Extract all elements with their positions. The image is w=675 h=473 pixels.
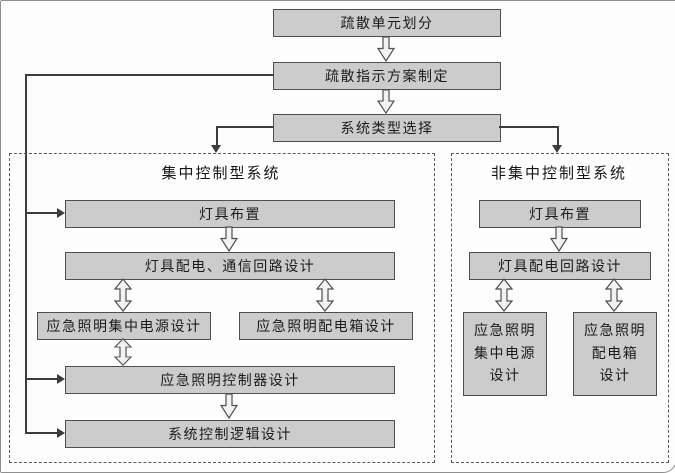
arrowhead-right-icon: [57, 374, 65, 384]
flow-box-evacuation-plan: 疏散指示方案制定: [273, 62, 501, 90]
feedback-line: [25, 74, 273, 76]
double-arrow-icon: [316, 278, 334, 312]
flow-box-power-comm-circuit: 灯具配电、通信回路设计: [65, 252, 395, 280]
flow-box-central-power-design-right: 应急照明 集中电源 设计: [463, 312, 547, 396]
flow-box-controller-design: 应急照明控制器设计: [65, 366, 395, 394]
double-arrow-icon: [495, 278, 513, 312]
connector-line: [557, 126, 559, 145]
double-arrow-icon: [605, 278, 623, 312]
arrowhead-down-icon: [211, 145, 221, 153]
non-centralized-system-panel: [451, 153, 669, 463]
flow-box-evacuation-unit-division: 疏散单元划分: [273, 9, 501, 37]
flow-box-distribution-box-design-right: 应急照明 配电箱 设计: [573, 312, 657, 396]
flow-box-distribution-box-design-left: 应急照明配电箱设计: [239, 312, 413, 340]
flow-box-lamp-layout-right: 灯具布置: [479, 200, 641, 228]
centralized-system-title: 集中控制型系统: [161, 164, 281, 182]
flow-box-lamp-layout-left: 灯具布置: [65, 200, 395, 228]
feedback-branch-line: [25, 432, 58, 434]
down-arrow-icon: [377, 89, 395, 114]
down-arrow-icon: [220, 393, 238, 419]
down-arrow-icon: [377, 36, 395, 62]
down-arrow-icon: [550, 226, 568, 252]
feedback-branch-line: [25, 378, 58, 380]
feedback-line: [25, 74, 27, 434]
arrowhead-right-icon: [57, 428, 65, 438]
connector-line: [216, 126, 218, 145]
flow-box-system-type-selection: 系统类型选择: [273, 114, 501, 142]
arrowhead-right-icon: [57, 208, 65, 218]
non-centralized-system-title: 非集中控制型系统: [490, 164, 627, 182]
connector-line: [216, 126, 273, 128]
flow-box-control-logic-design: 系统控制逻辑设计: [65, 420, 395, 448]
double-arrow-icon: [114, 338, 132, 366]
feedback-branch-line: [25, 212, 58, 214]
arrowhead-down-icon: [552, 145, 562, 153]
down-arrow-icon: [220, 226, 238, 252]
flow-box-power-circuit-right: 灯具配电回路设计: [469, 252, 651, 280]
connector-line: [499, 126, 558, 128]
flow-box-central-power-design-left: 应急照明集中电源设计: [37, 312, 211, 340]
double-arrow-icon: [114, 278, 132, 312]
centralized-system-panel: [9, 153, 435, 463]
